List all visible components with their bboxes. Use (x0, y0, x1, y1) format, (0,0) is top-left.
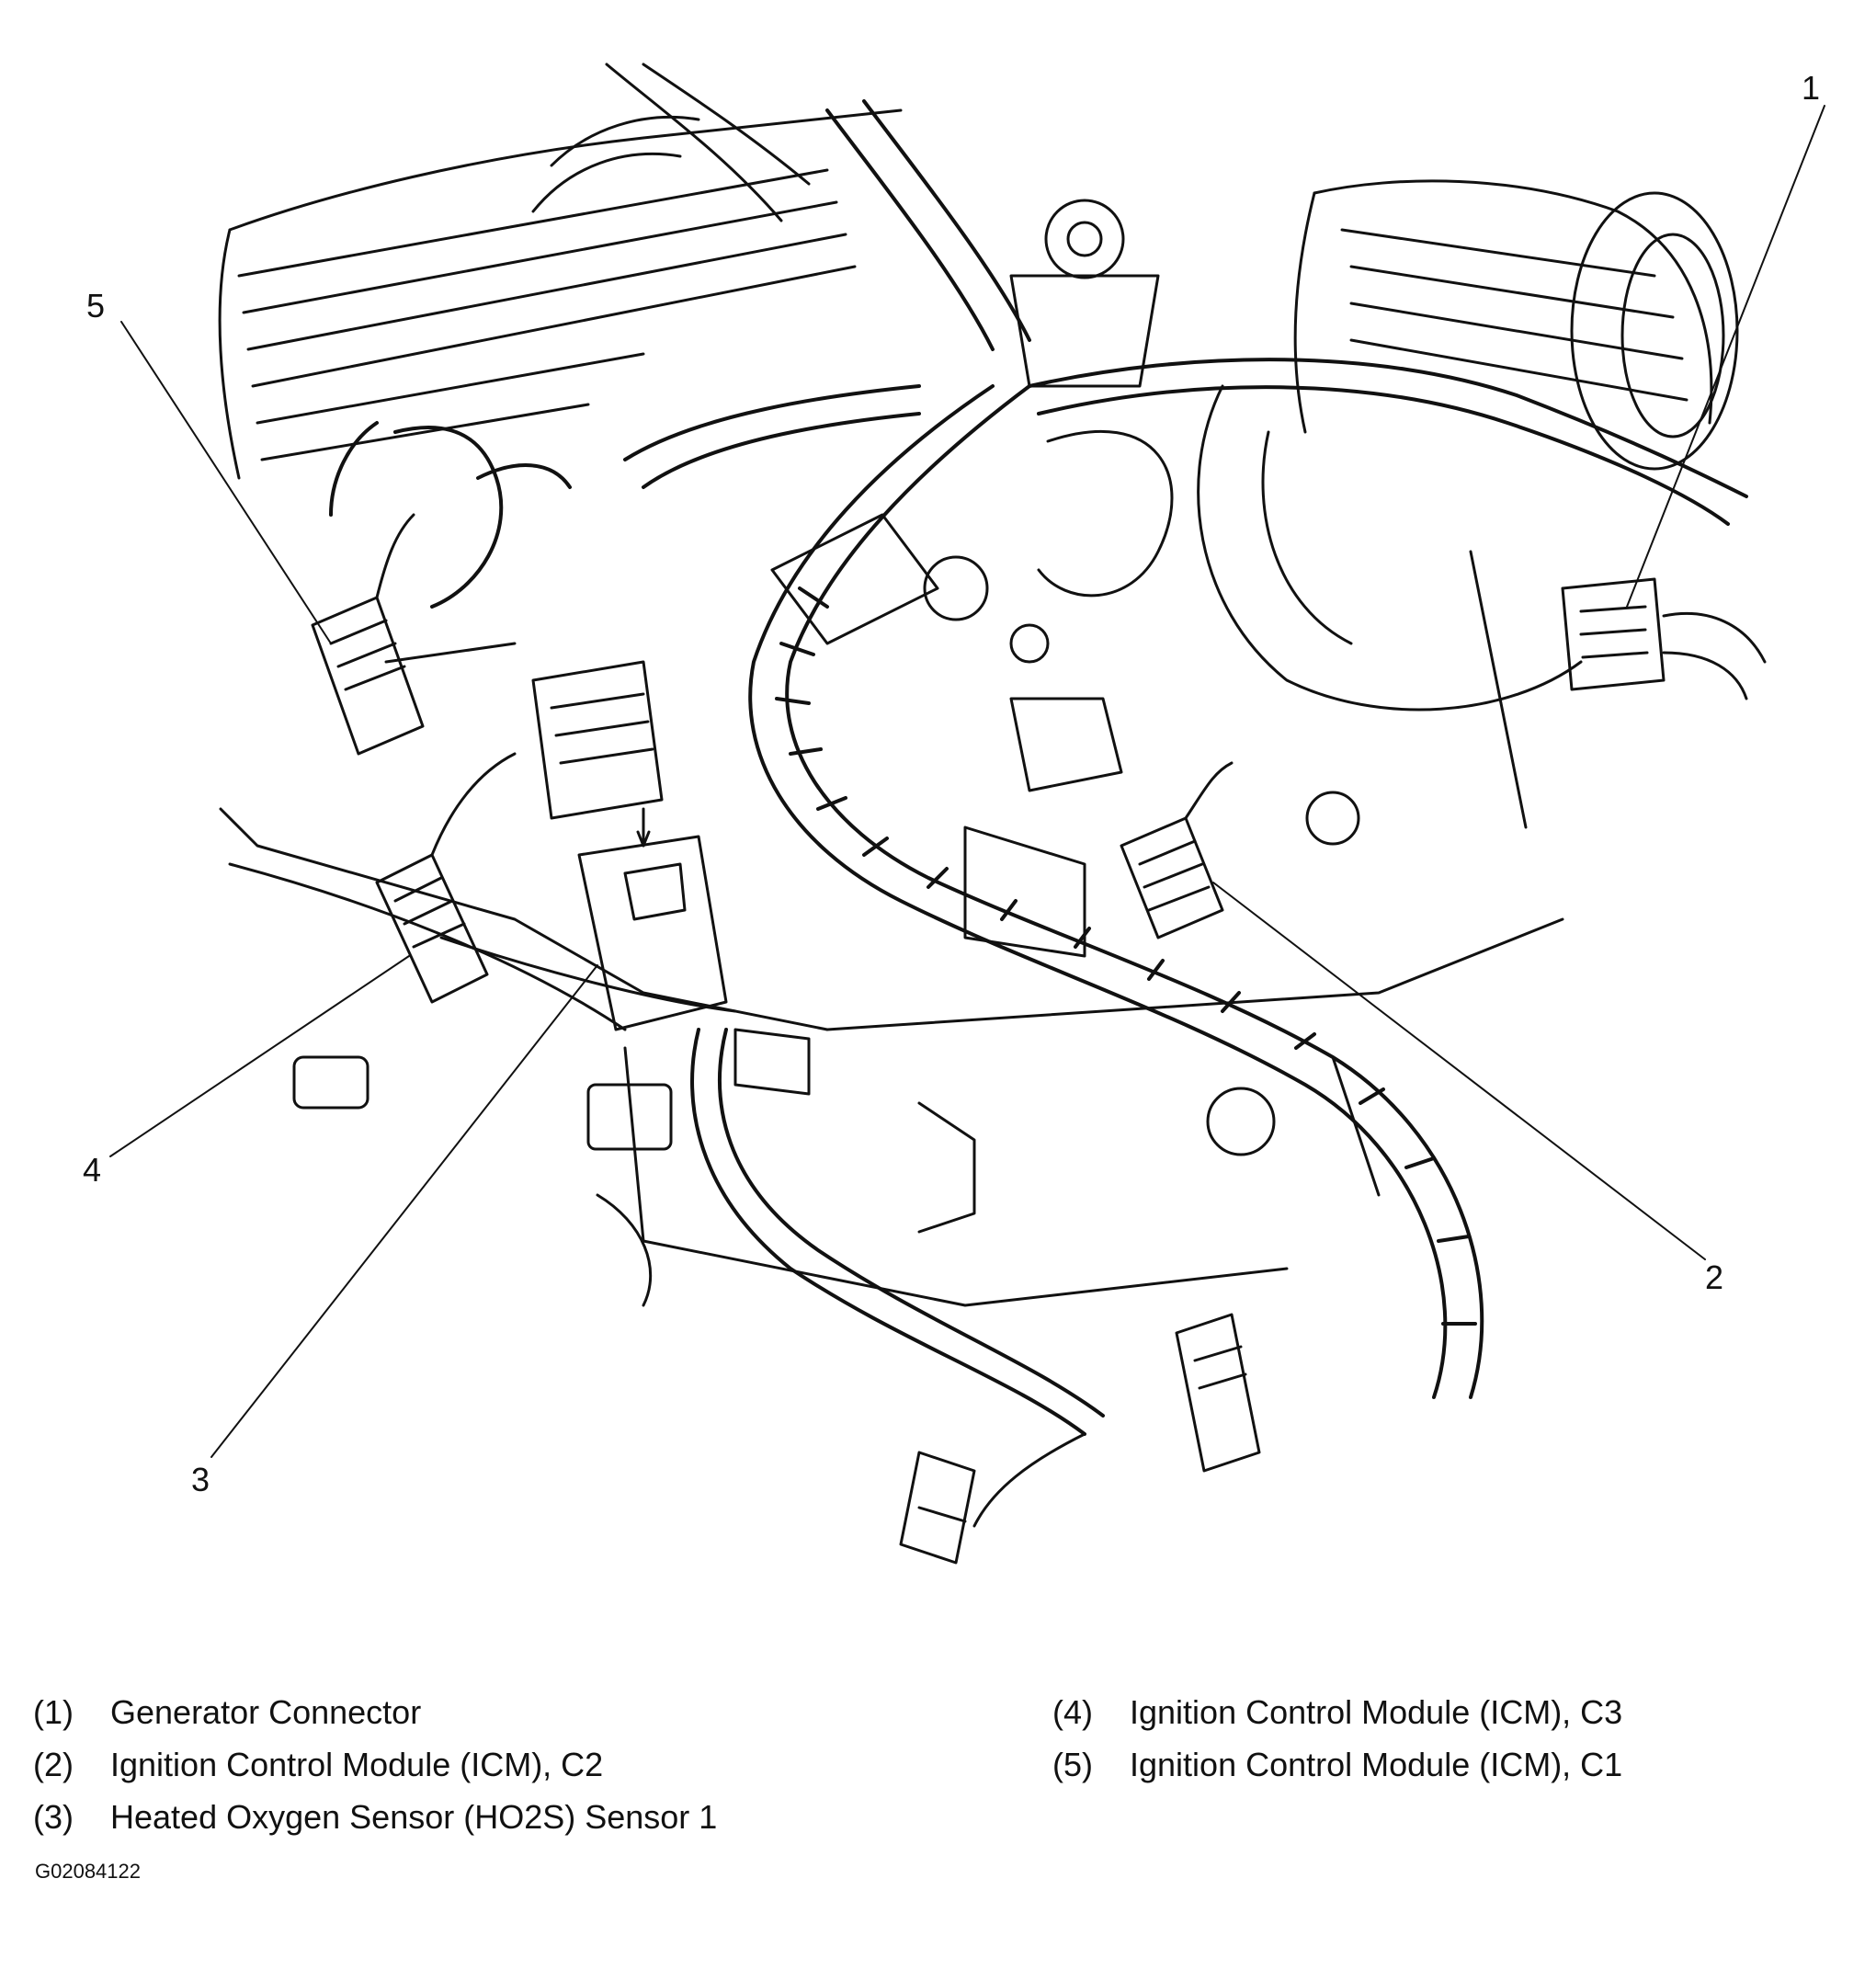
legend-label: Heated Oxygen Sensor (HO2S) Sensor 1 (110, 1798, 718, 1836)
legend-number: (3) (33, 1798, 74, 1836)
legend-label: Generator Connector (110, 1693, 422, 1731)
legend-number: (4) (1052, 1693, 1093, 1731)
icm-c1-connector (313, 515, 423, 754)
legend-number: (5) (1052, 1746, 1093, 1783)
legend-label: Ignition Control Module (ICM), C3 (1130, 1693, 1623, 1731)
callout-1: 1 (1802, 69, 1821, 107)
callout-2: 2 (1705, 1258, 1724, 1296)
callout-5: 5 (86, 287, 106, 324)
callout-3: 3 (191, 1461, 210, 1498)
legend-number: (1) (33, 1693, 74, 1731)
generator (1199, 181, 1737, 844)
intake-manifold (220, 64, 901, 478)
icm-c3-connector (377, 754, 515, 1002)
ho2s-sensor-body (901, 1315, 1259, 1563)
icm-c2-connector (1121, 763, 1232, 938)
legend-number: (2) (33, 1746, 74, 1783)
legend-label: Ignition Control Module (ICM), C1 (1130, 1746, 1623, 1783)
figure-id: G02084122 (35, 1860, 141, 1883)
ho2s-connector (533, 662, 726, 1030)
legend-label: Ignition Control Module (ICM), C2 (110, 1746, 604, 1783)
engine-wiring-illustration (0, 0, 1876, 1655)
callout-leaders (110, 106, 1825, 1457)
engine-block (221, 643, 1563, 1305)
wiring-harness (331, 101, 1746, 1434)
callout-4: 4 (83, 1151, 102, 1189)
generator-connector (1563, 579, 1765, 699)
